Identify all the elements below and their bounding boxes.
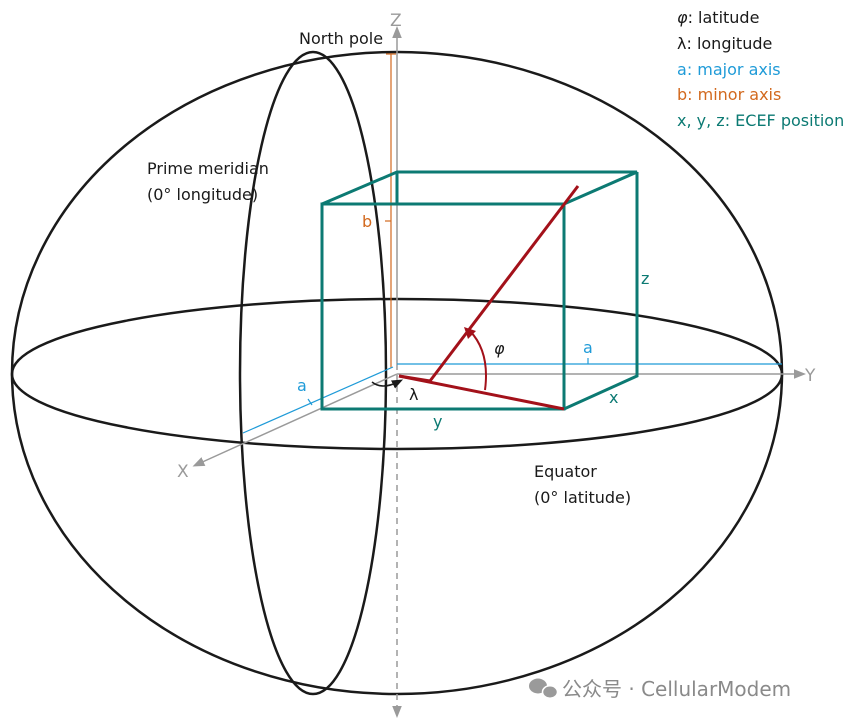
lambda-arc: [371, 379, 404, 389]
major-axis-a-x-tick: [307, 398, 313, 406]
lambda-label: λ: [409, 385, 418, 404]
major-axis-a-y-label: a: [583, 338, 593, 357]
z-axis-label: Z: [390, 11, 402, 31]
prime-meridian-label-2: (0° longitude): [147, 185, 258, 204]
ecef-x-label: x: [609, 388, 618, 407]
legend: φ: latitude λ: longitude a: major axis b…: [677, 8, 844, 130]
watermark: 公众号 · CellularModem: [529, 677, 791, 701]
minor-axis-b-label: b: [362, 212, 372, 231]
phi-arc-arrowhead: [464, 327, 476, 339]
prime-meridian-ellipse: [238, 50, 388, 696]
y-axis-label: Y: [804, 366, 816, 386]
watermark-text: 公众号 · CellularModem: [562, 677, 791, 701]
position-vector: [398, 185, 580, 411]
phi-label: φ: [494, 339, 505, 358]
chat-bubble-icon: [529, 678, 559, 699]
ecef-z-label: z: [641, 269, 649, 288]
equator-label-2: (0° latitude): [534, 488, 631, 507]
x-axis-label: X: [177, 462, 189, 482]
major-axis-a-x: [242, 366, 394, 434]
prime-meridian-label-1: Prime meridian: [147, 159, 269, 178]
ecef-y-label: y: [433, 412, 442, 431]
legend-row-longitude: λ: longitude: [677, 34, 772, 53]
equator-label-1: Equator: [534, 462, 597, 481]
north-pole-label: North pole: [299, 29, 383, 48]
legend-row-latitude: φ: latitude: [677, 8, 759, 27]
legend-row-minor-axis: b: minor axis: [677, 85, 781, 104]
phi-arc: [469, 330, 487, 391]
x-axis: [192, 373, 398, 467]
legend-row-major-axis: a: major axis: [677, 60, 781, 79]
major-axis-a-x-label: a: [297, 376, 307, 395]
legend-row-ecef-position: x, y, z: ECEF position: [677, 111, 844, 130]
